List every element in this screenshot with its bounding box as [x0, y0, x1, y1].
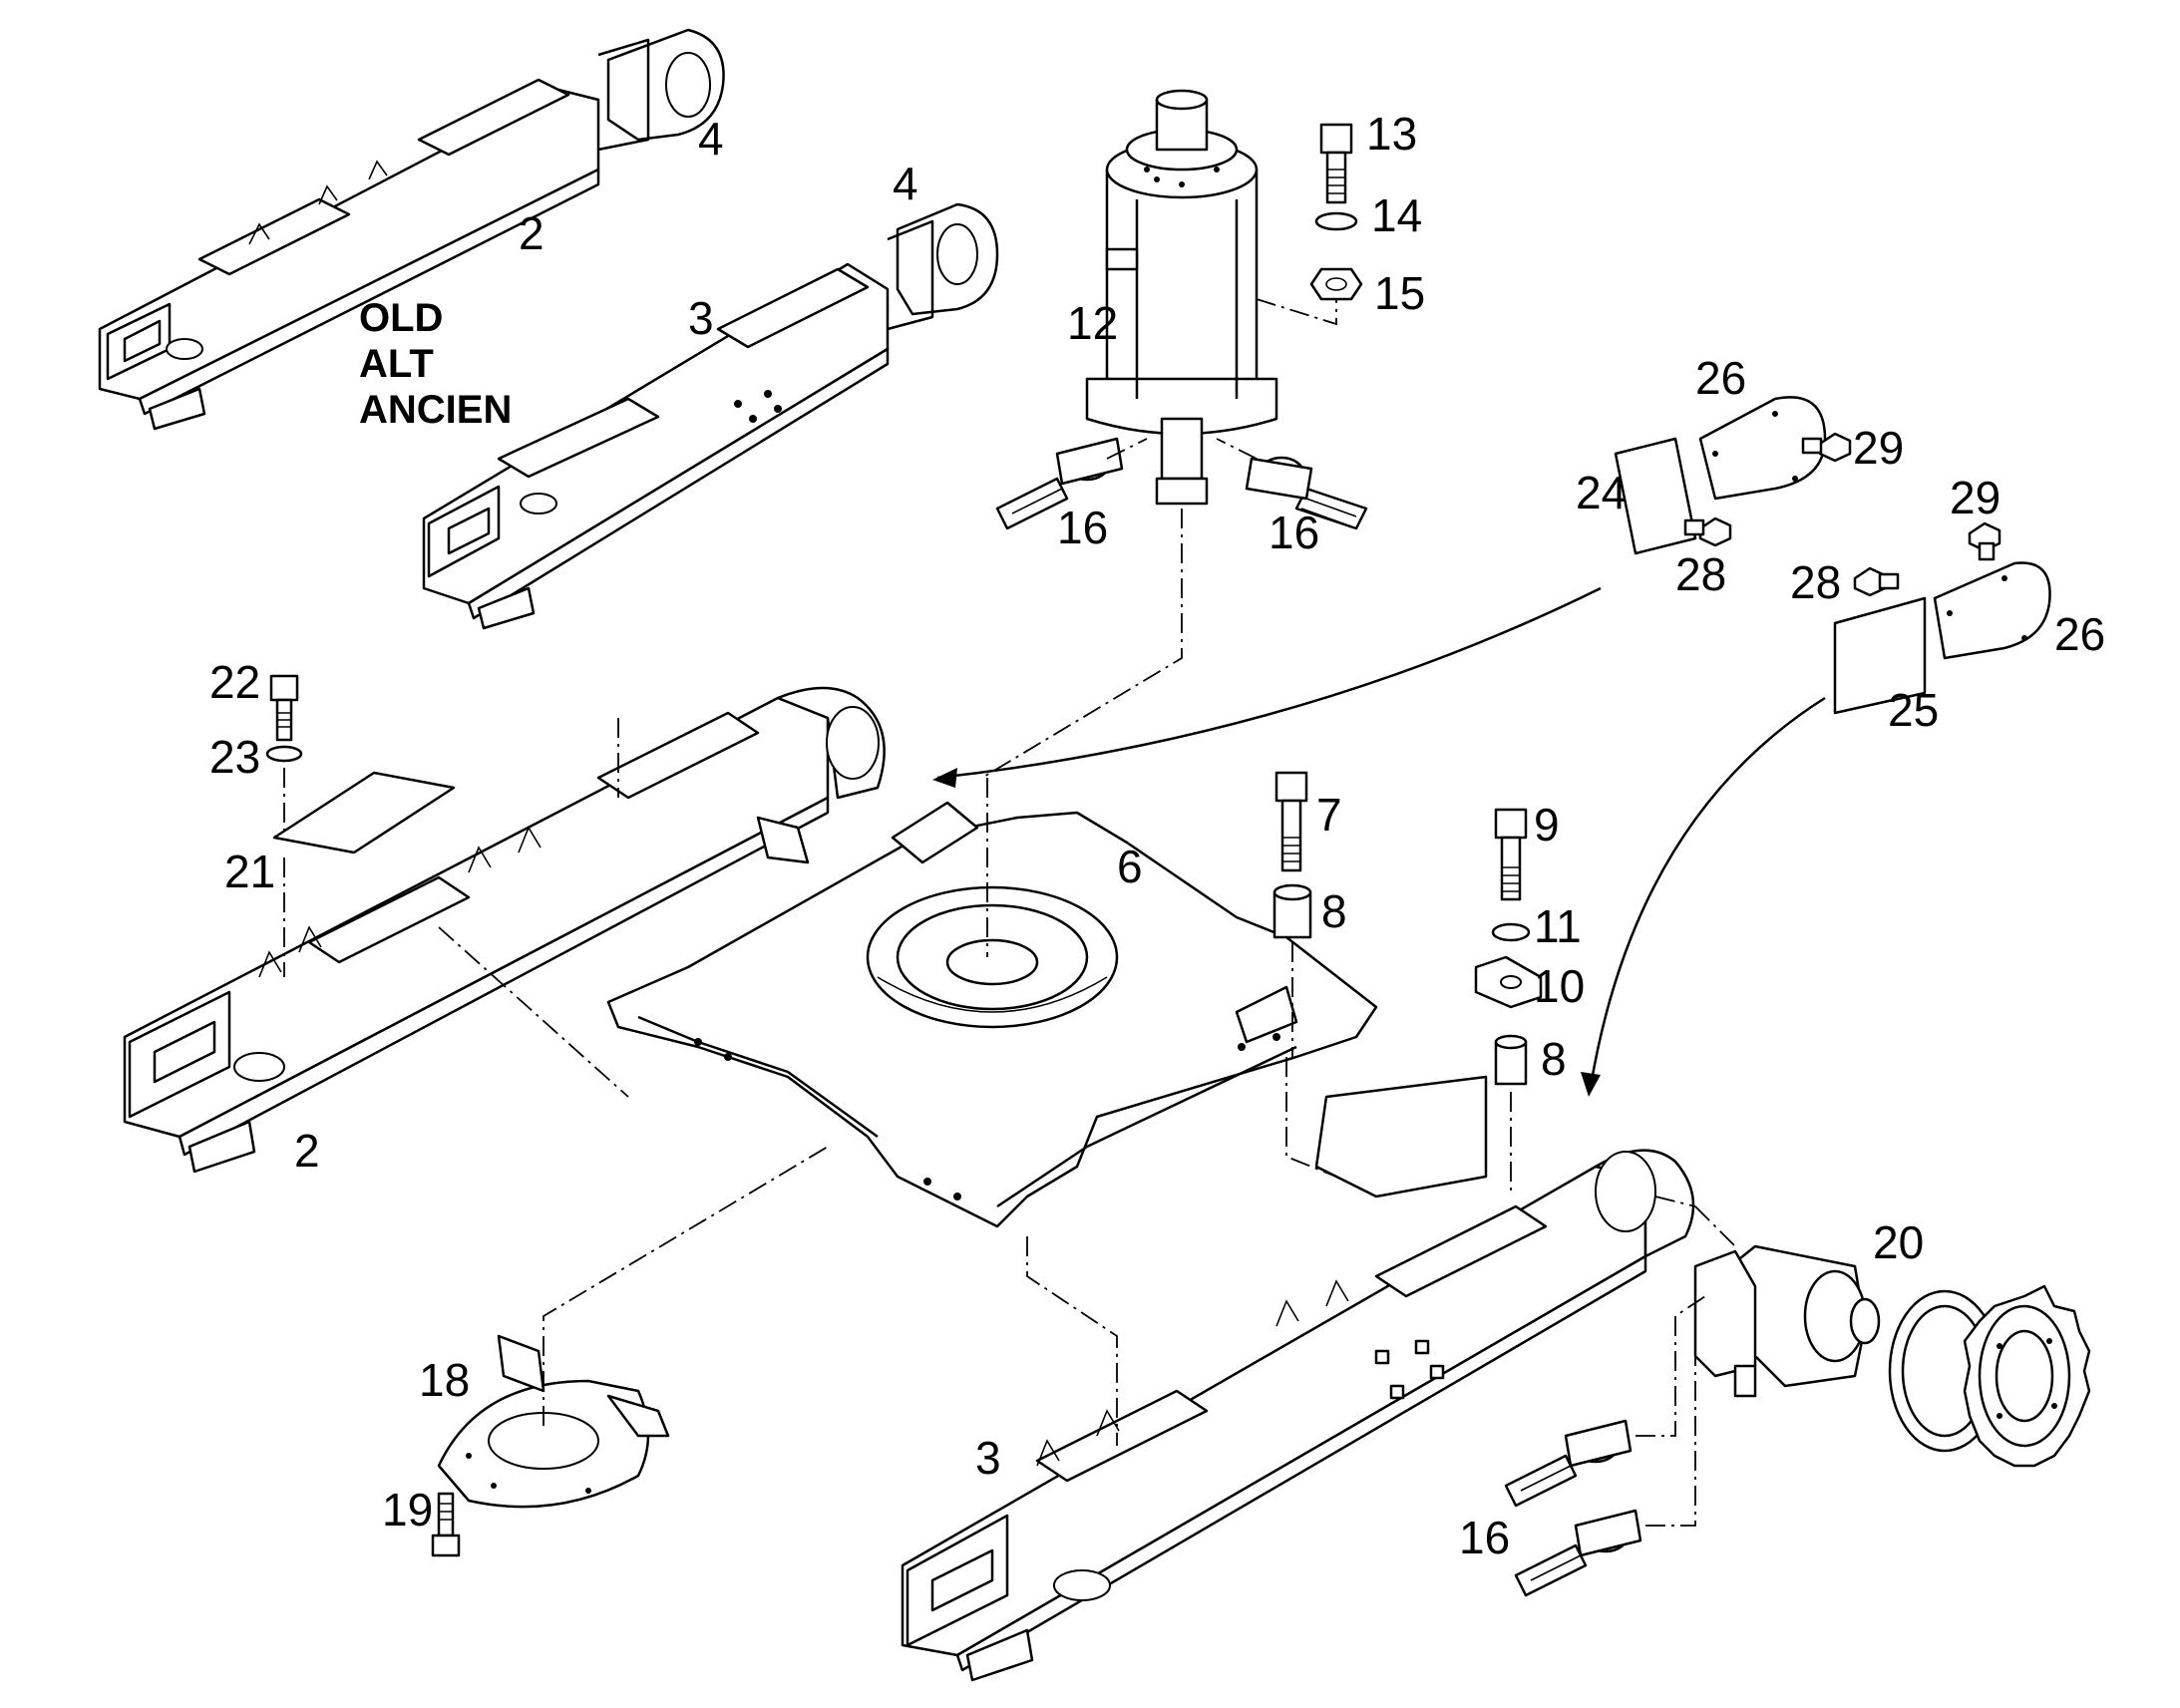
- callout-22: 22: [209, 656, 260, 708]
- old-bracket-second: [887, 202, 999, 331]
- leader-16: [1106, 438, 1258, 460]
- bolt-22: [269, 674, 299, 742]
- note-old: OLD: [359, 296, 443, 340]
- travel-motor-20: [1693, 1244, 1881, 1398]
- note-alt: ALT: [359, 342, 434, 386]
- callout-28-b: 28: [1790, 556, 1841, 608]
- callout-10: 10: [1534, 960, 1585, 1012]
- leader-frame-3: [1026, 1236, 1118, 1446]
- screw-28-upper: [1683, 516, 1732, 547]
- spacer-8-lower: [1494, 1034, 1528, 1086]
- spacer-8-upper: [1272, 883, 1312, 939]
- track-frame-2: [123, 686, 886, 1174]
- callout-15: 15: [1374, 267, 1425, 319]
- hose-fitting-16-lower-b: [1514, 1509, 1642, 1597]
- washer-14: [1314, 211, 1358, 231]
- screw-28-lower: [1853, 566, 1900, 597]
- callout-8-a: 8: [1321, 885, 1347, 937]
- callout-28-a: 28: [1675, 548, 1726, 600]
- callout-7: 7: [1316, 789, 1342, 841]
- rotary-joint-12: [1085, 89, 1278, 506]
- plate-10: [1474, 955, 1543, 1009]
- callout-11: 11: [1534, 900, 1582, 952]
- drive-sprocket: [1963, 1284, 2091, 1468]
- screw-29-upper: [1801, 432, 1852, 463]
- center-frame-6: [606, 801, 1378, 1228]
- leader-18: [543, 1146, 829, 1426]
- callout-29-a: 29: [1853, 422, 1904, 474]
- callout-3-old: 3: [688, 292, 714, 344]
- callout-18: 18: [419, 1354, 470, 1406]
- callout-12: 12: [1067, 297, 1118, 349]
- arrow-24-frame: [936, 586, 1602, 780]
- callout-2: 2: [294, 1125, 320, 1177]
- callout-8-b: 8: [1541, 1033, 1567, 1085]
- callout-23: 23: [209, 731, 260, 783]
- callout-24: 24: [1576, 467, 1627, 518]
- track-frame-3: [901, 1075, 1695, 1682]
- callout-16-a: 16: [1057, 502, 1108, 553]
- callout-19: 19: [382, 1484, 433, 1536]
- callout-14: 14: [1371, 189, 1422, 241]
- hose-fitting-16-lower-a: [1504, 1419, 1633, 1508]
- callout-4-old-b: 4: [893, 158, 918, 209]
- leader-12-15: [1256, 298, 1337, 326]
- leader-16-motor: [1635, 1295, 1706, 1527]
- callout-2-old: 2: [519, 207, 545, 259]
- screw-29-lower: [1968, 521, 2001, 561]
- callout-29-b: 29: [1950, 472, 2000, 523]
- callout-25: 25: [1888, 684, 1939, 736]
- callout-21: 21: [224, 846, 275, 897]
- bearing-plate-18: [437, 1334, 670, 1509]
- leader-12-6: [981, 509, 1183, 779]
- callout-6: 6: [1117, 841, 1143, 892]
- callout-13: 13: [1366, 108, 1417, 160]
- old-bracket-top: [597, 28, 725, 152]
- cover-plate-24: [1614, 437, 1697, 555]
- leader-motor: [1654, 1196, 1736, 1247]
- callout-16-c: 16: [1459, 1512, 1510, 1563]
- old-track-frame-left: [98, 78, 600, 431]
- hose-fitting-16-right: [1245, 456, 1368, 530]
- cover-plate-25: [1833, 596, 1927, 715]
- nut-15: [1309, 267, 1363, 301]
- callout-4-old-a: 4: [698, 113, 724, 165]
- cover-plate-26-upper: [1698, 396, 1827, 501]
- old-track-frame-right: [422, 262, 890, 630]
- bolt-13: [1319, 123, 1353, 204]
- bolt-19: [431, 1492, 461, 1557]
- cover-plate-26-lower: [1933, 561, 2051, 660]
- washer-23: [265, 745, 303, 763]
- callout-26-a: 26: [1695, 352, 1746, 404]
- hose-fitting-16-left: [995, 437, 1124, 530]
- note-ancien: ANCIEN: [359, 388, 512, 432]
- washer-11: [1491, 922, 1531, 942]
- cover-plate-21: [272, 771, 456, 854]
- callout-20: 20: [1873, 1216, 1924, 1268]
- callout-9: 9: [1534, 799, 1560, 851]
- callout-3: 3: [975, 1432, 1001, 1484]
- callout-16-b: 16: [1269, 507, 1319, 558]
- bolt-9: [1494, 808, 1528, 901]
- callout-26-b: 26: [2054, 608, 2105, 660]
- arrow-25-frame: [1589, 696, 1826, 1088]
- leader-frame-2: [438, 718, 629, 1098]
- bolt-7: [1274, 771, 1308, 872]
